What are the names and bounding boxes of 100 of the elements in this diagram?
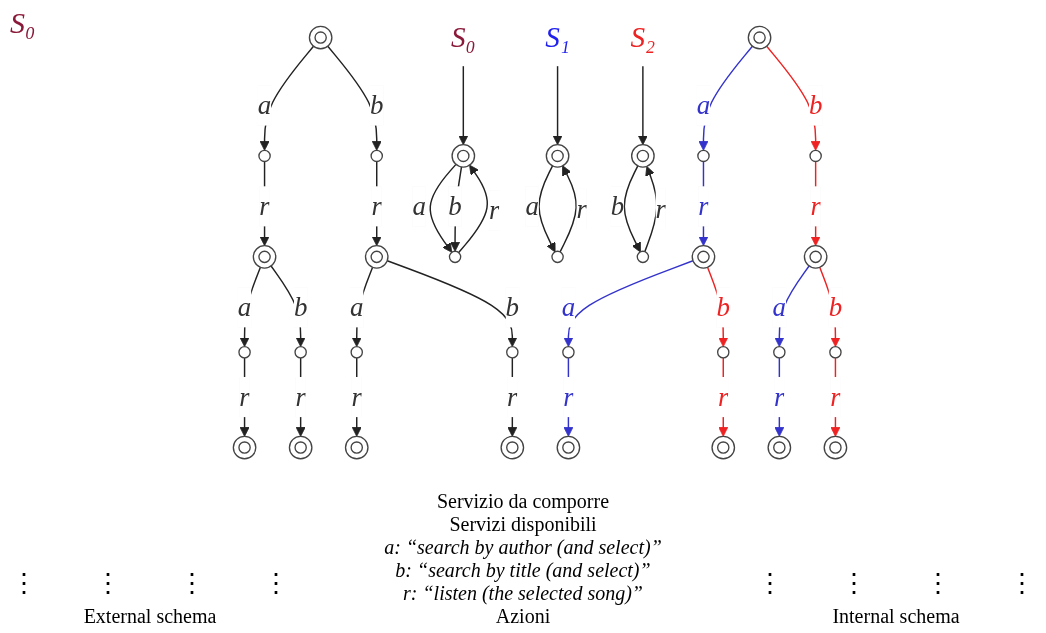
caption: Servizio da comporre [436,490,610,513]
edge-label: b [505,292,520,322]
ellipsis-mark: ⋮ [757,568,783,599]
node-doublecircle [232,435,257,460]
ellipsis-mark: ⋮ [1009,568,1035,599]
node-circle [809,149,822,163]
node-circle [506,345,519,359]
edge-label: a [696,90,711,121]
node-doublecircle [803,245,828,269]
edge-label: a [561,292,576,322]
arrow [457,164,489,254]
edge-label: r [371,191,382,221]
edge-label: r [295,382,306,412]
node-doublecircle [451,144,476,168]
node-label: S₁ [545,21,570,54]
node-doublecircle [288,435,313,460]
edge-label: a [257,90,272,121]
edge-label: a [525,191,539,221]
arrow [538,165,556,253]
edge-label: b [293,292,308,322]
edge-label: a [237,292,252,322]
node-doublecircle [545,144,570,168]
node-circle [636,250,650,264]
arrow [718,357,729,437]
edge-label: r [351,382,362,412]
node-doublecircle [691,245,716,269]
arrow [552,65,563,146]
edge-label: r [718,382,729,412]
graph-name: S₀ [10,6,36,39]
edge-label: r [698,191,709,221]
edge-label: b [716,292,730,322]
edge-label: r [507,382,518,412]
edge-label: r [655,194,667,224]
edge-label: b [828,292,843,322]
edge-label: r [830,382,841,412]
arrow [458,65,469,146]
ellipsis-mark: ⋮ [925,568,951,599]
caption: Servizi disponibili [449,513,597,536]
node-circle [448,250,462,264]
edge-label: b [808,90,823,121]
node-label: S₂ [630,21,656,54]
arrow [698,160,709,247]
edge-label: r [810,191,821,221]
node-doublecircle [767,435,792,460]
ellipsis-mark: ⋮ [95,568,121,599]
arrow [774,357,785,437]
node-circle [551,250,564,264]
arrow [386,260,518,348]
edge-label: r [563,382,574,412]
arrow [371,160,382,247]
edge-label: r [774,382,785,412]
arrow [507,357,518,437]
arrow [429,163,457,253]
node-doublecircle [308,25,333,50]
node-circle [716,345,730,359]
edge-label: r [489,195,500,226]
ellipsis-mark: ⋮ [841,568,867,599]
node-circle [773,345,786,359]
edge-label: a [412,191,426,221]
node-doublecircle [344,435,369,460]
arrow [810,160,821,247]
edge-label: a [350,292,364,322]
caption: Azioni [495,605,551,628]
edge-label: b [370,90,384,121]
action-definition: b: “search by title (and select)” [395,559,651,582]
arrow [563,357,574,437]
arrow [259,160,270,247]
node-doublecircle [747,25,772,50]
arrow [239,357,250,437]
node-circle [350,345,364,359]
node-circle [370,149,383,163]
arrow [637,65,648,146]
caption: External schema [83,605,217,628]
arrow [623,165,641,253]
node-doublecircle [823,435,848,460]
edge-label: a [772,292,787,322]
node-doublecircle [711,435,736,460]
caption: Internal schema [832,605,960,628]
edge-label: r [576,194,587,224]
arrow [351,357,362,437]
edge-label: r [239,382,250,412]
ellipsis-mark: ⋮ [11,568,37,599]
arrow [563,260,694,348]
node-doublecircle [364,245,389,269]
node-doublecircle [556,435,581,460]
edge-label: b [610,191,625,221]
edge-label: r [259,191,270,221]
node-circle [562,345,575,359]
arrow [295,357,306,437]
node-doublecircle [252,245,277,269]
node-circle [238,345,251,359]
node-doublecircle [500,435,525,460]
node-label: S₀ [450,21,476,54]
node-circle [258,149,271,163]
node-circle [697,149,710,163]
edge-label: b [448,191,462,221]
ellipsis-mark: ⋮ [263,568,289,599]
node-circle [294,345,307,359]
ellipsis-mark: ⋮ [179,568,205,599]
arrow [830,357,841,437]
